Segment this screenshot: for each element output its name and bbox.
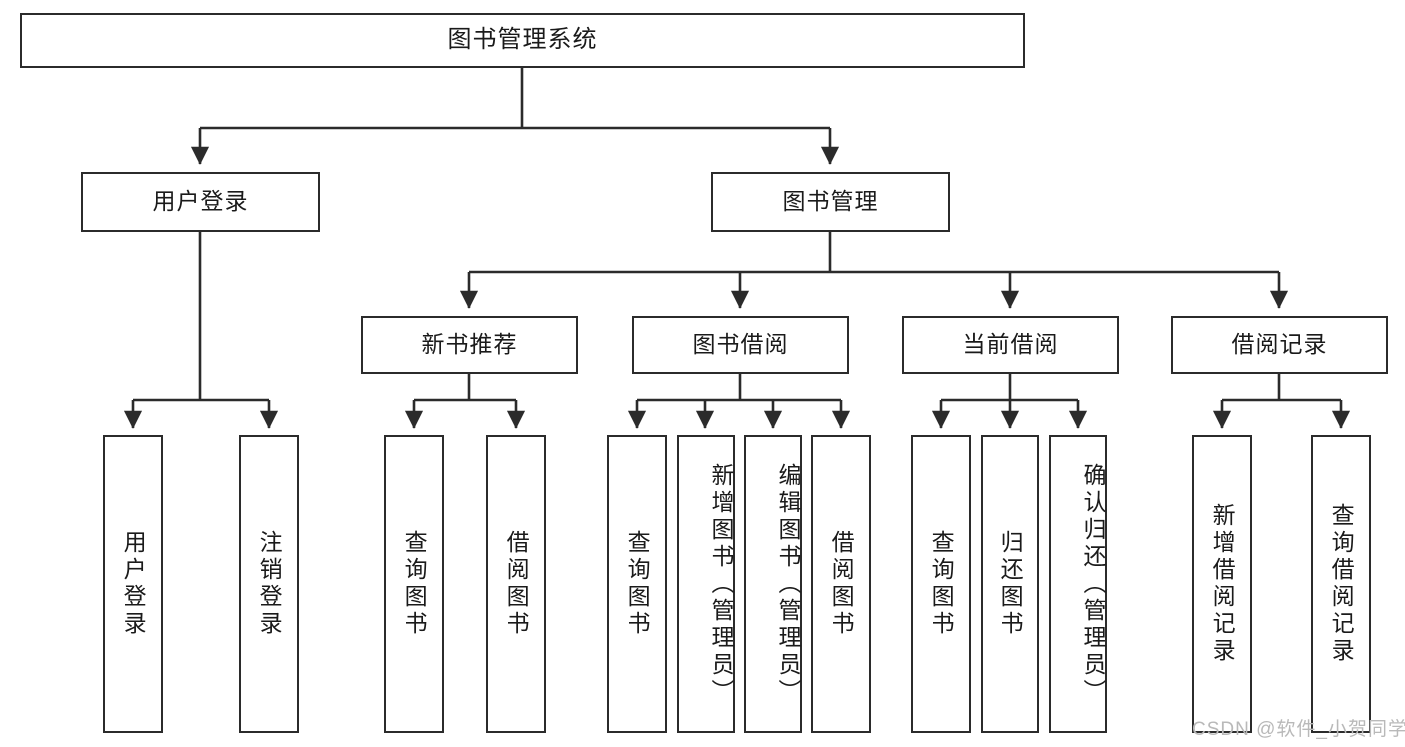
node-leaf-user-login[interactable]: 用户登录 (103, 435, 163, 733)
node-leaf-add-book-admin[interactable]: 新增图书（管理员） (677, 435, 735, 733)
node-user-login[interactable]: 用户登录 (81, 172, 320, 232)
node-label: 确认归还（管理员） (1080, 462, 1106, 706)
node-borrow-record[interactable]: 借阅记录 (1171, 316, 1388, 374)
node-leaf-user-logout[interactable]: 注销登录 (239, 435, 299, 733)
node-leaf-query-book-borrow[interactable]: 查询图书 (607, 435, 667, 733)
node-label: 借阅图书 (828, 530, 855, 638)
csdn-watermark: CSDN @软件_小贺同学 (1192, 719, 1405, 740)
node-label: 用户登录 (152, 188, 249, 215)
node-leaf-lend-book[interactable]: 借阅图书 (811, 435, 871, 733)
node-label: 新增借阅记录 (1209, 503, 1236, 665)
node-leaf-edit-book-admin[interactable]: 编辑图书（管理员） (744, 435, 802, 733)
node-label: 查询图书 (401, 530, 428, 638)
node-leaf-query-book-rec[interactable]: 查询图书 (384, 435, 444, 733)
node-label: 新书推荐 (421, 331, 518, 358)
node-root-book-management-system[interactable]: 图书管理系统 (20, 13, 1025, 68)
node-label: 查询借阅记录 (1328, 503, 1355, 665)
node-leaf-return-book[interactable]: 归还图书 (981, 435, 1039, 733)
node-new-book-recommendation[interactable]: 新书推荐 (361, 316, 578, 374)
node-label: 查询图书 (928, 530, 955, 638)
node-label: 借阅图书 (503, 530, 530, 638)
node-label: 用户登录 (120, 530, 147, 638)
node-leaf-confirm-return-admin[interactable]: 确认归还（管理员） (1049, 435, 1107, 733)
node-book-borrow[interactable]: 图书借阅 (632, 316, 849, 374)
node-leaf-query-book-current[interactable]: 查询图书 (911, 435, 971, 733)
node-label: 借阅记录 (1231, 331, 1328, 358)
node-leaf-add-borrow-record[interactable]: 新增借阅记录 (1192, 435, 1252, 733)
node-leaf-query-borrow-record[interactable]: 查询借阅记录 (1311, 435, 1371, 733)
node-label: 编辑图书（管理员） (775, 462, 801, 706)
node-leaf-borrow-book-rec[interactable]: 借阅图书 (486, 435, 546, 733)
node-label: 归还图书 (997, 530, 1024, 638)
node-label: 图书管理 (782, 188, 879, 215)
node-label: 图书管理系统 (447, 26, 598, 54)
node-current-borrow[interactable]: 当前借阅 (902, 316, 1119, 374)
node-label: 新增图书（管理员） (708, 462, 734, 706)
node-label: 图书借阅 (692, 331, 789, 358)
node-label: 注销登录 (256, 530, 283, 638)
node-book-management[interactable]: 图书管理 (711, 172, 950, 232)
node-label: 当前借阅 (962, 331, 1059, 358)
node-label: 查询图书 (624, 530, 651, 638)
